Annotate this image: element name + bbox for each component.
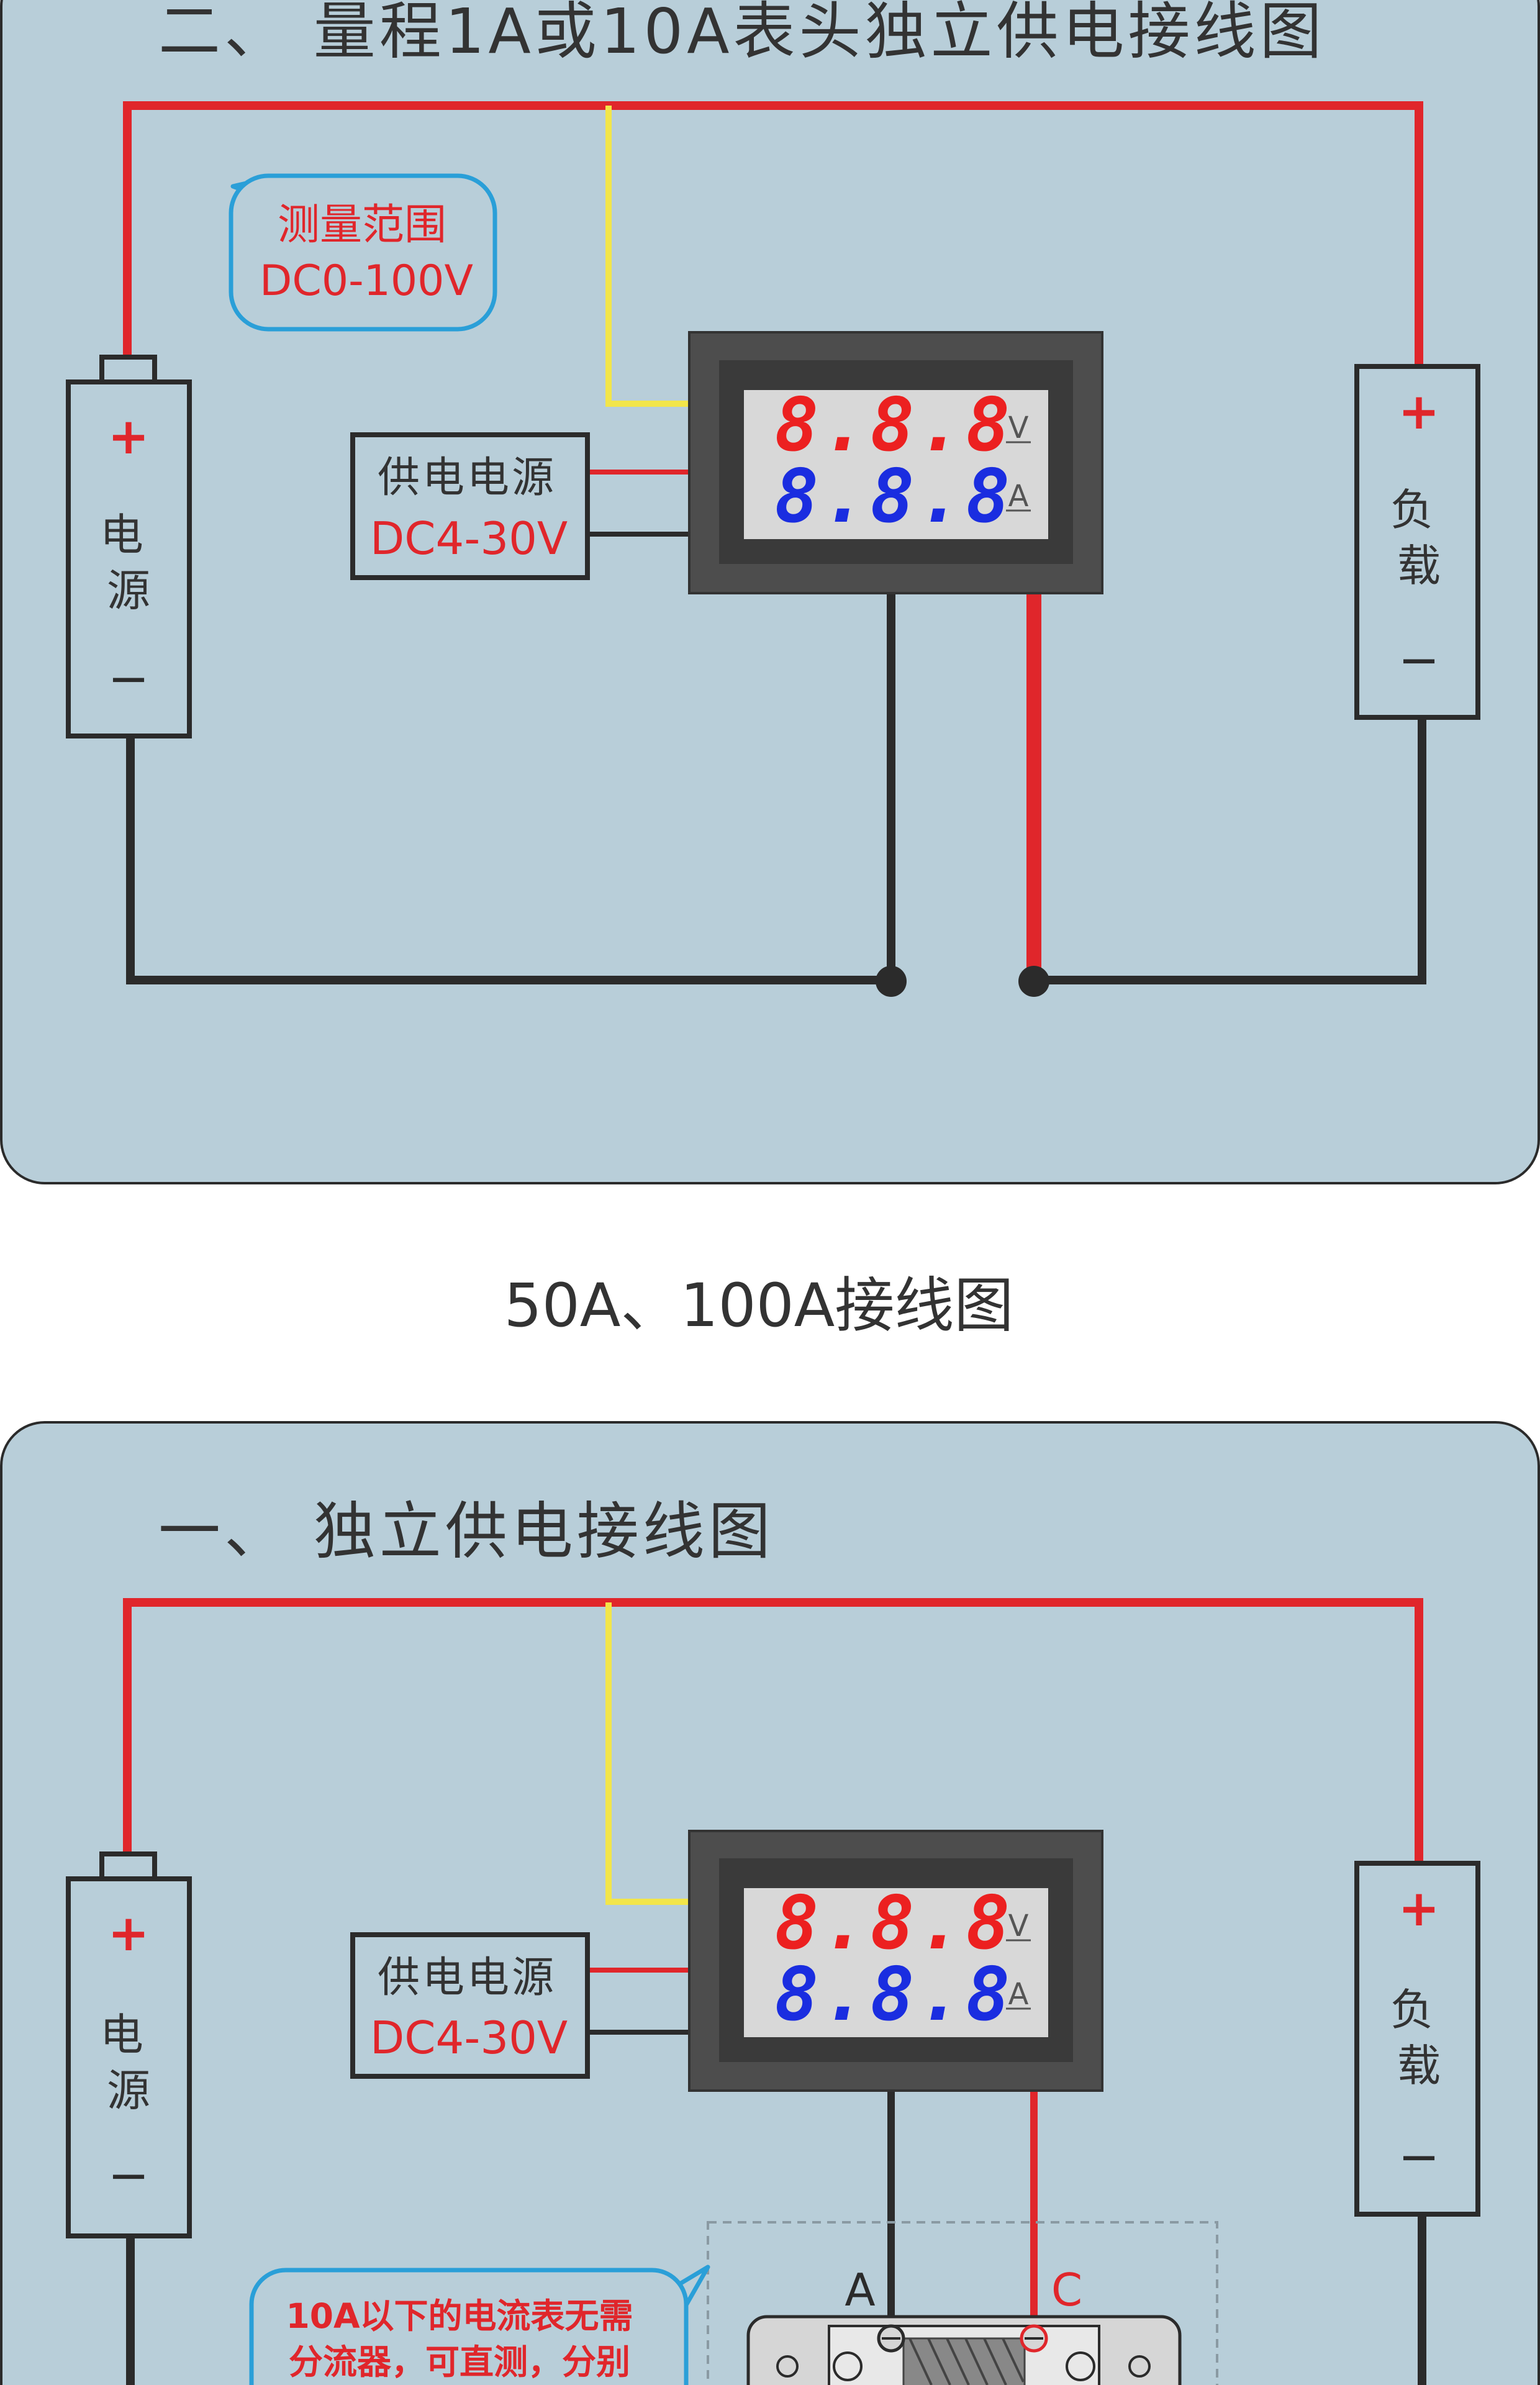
- load-label: 负 载: [1390, 484, 1447, 591]
- load-label: 负 载: [1390, 1984, 1447, 2091]
- load-minus-sign: −: [1398, 631, 1439, 689]
- meter-current-digits: 8.8.8: [774, 453, 1013, 539]
- terminal-c-label: C: [1051, 2264, 1082, 2316]
- load-plus-sign: +: [1398, 1879, 1439, 1937]
- shunt-screw: [1128, 2355, 1151, 2378]
- meter-unit-a: A: [1008, 1977, 1029, 2012]
- shunt-screw: [1066, 2351, 1095, 2381]
- supply-line-1: 供电电源: [378, 1953, 556, 2002]
- bubble-line-1: 测量范围: [278, 201, 446, 250]
- meter-current-digits: 8.8.8: [774, 1951, 1013, 2037]
- power-label-char: 源: [107, 565, 150, 616]
- power-label-char: 电: [100, 509, 143, 560]
- panel-2: 一、 独立供电接线图 + 电 源 − + 负 载: [0, 1421, 1540, 2385]
- load-plus-sign: +: [1398, 383, 1439, 440]
- panel-1-title: 二、 量程1A或10A表头独立供电接线图: [158, 0, 1325, 68]
- power-label: 电 源: [100, 2009, 157, 2116]
- voltage-sense-wire: [605, 106, 691, 407]
- voltage-sense-wire: [605, 1602, 691, 1905]
- power-label: 电 源: [100, 509, 157, 616]
- supply-box: 供电电源 DC4-30V: [350, 432, 590, 580]
- load-label-char: 负: [1390, 484, 1434, 535]
- voltmeter-ammeter: 8.8.8 8.8.8 V A: [688, 1830, 1103, 2092]
- load-negative-wire: [1034, 714, 1426, 984]
- positive-wire-top: [123, 1598, 1423, 1863]
- meter-voltage-digits: 8.8.8: [774, 1880, 1013, 1966]
- shunt-screw: [833, 2351, 863, 2381]
- shunt-note-bubble: 10A以下的电流表无需 分流器，可直测，分别: [249, 2265, 710, 2385]
- load: + 负 载 −: [1354, 1861, 1480, 2217]
- power-minus-sign: −: [107, 2146, 149, 2204]
- middle-title: 50A、100A接线图: [504, 1271, 1014, 1340]
- power-label-char: 电: [100, 2009, 143, 2060]
- power-source: + 电 源 −: [66, 1851, 192, 2238]
- junction-dot: [876, 966, 907, 997]
- load-label-char: 负: [1390, 1984, 1434, 2035]
- meter-voltage-digits: 8.8.8: [774, 382, 1013, 468]
- range-bubble: 测量范围 DC0-100V: [229, 173, 497, 332]
- bubble-line-2: DC0-100V: [260, 257, 473, 306]
- power-minus-sign: −: [107, 650, 149, 707]
- load-label-char: 载: [1397, 2040, 1441, 2091]
- meter-unit-a: A: [1008, 479, 1029, 514]
- meter-unit-v: V: [1008, 1909, 1029, 1943]
- panel-2-title: 一、 独立供电接线图: [158, 1495, 774, 1568]
- supply-line-2: DC4-30V: [370, 2012, 568, 2064]
- note-line-1: 10A以下的电流表无需: [286, 2296, 633, 2336]
- load-label-char: 载: [1397, 540, 1441, 591]
- shunt-region: A C: [707, 2221, 1218, 2385]
- negative-return-wire: [126, 590, 895, 984]
- power-plus-sign: +: [107, 407, 149, 465]
- positive-wire-top: [123, 101, 1423, 366]
- note-line-2: 分流器，可直测，分别: [289, 2342, 630, 2382]
- power-source: + 电 源 −: [66, 355, 192, 738]
- shunt-screw: [776, 2355, 799, 2378]
- terminal-a-label: A: [845, 2264, 875, 2316]
- supply-line-1: 供电电源: [378, 453, 556, 502]
- voltmeter-ammeter: 8.8.8 8.8.8 V A: [688, 331, 1103, 594]
- load: + 负 载 −: [1354, 364, 1480, 720]
- supply-box: 供电电源 DC4-30V: [350, 1932, 590, 2079]
- meter-unit-v: V: [1008, 411, 1029, 445]
- load-minus-sign: −: [1398, 2128, 1439, 2186]
- panel-1: 二、 量程1A或10A表头独立供电接线图 测量范围 DC0-100V + 电 源: [0, 0, 1540, 1184]
- shunt-hatch: [902, 2337, 1026, 2385]
- shunt-dashed-outline: [707, 2221, 1218, 2385]
- junction-dot: [1018, 966, 1049, 997]
- supply-line-2: DC4-30V: [370, 512, 568, 565]
- power-label-char: 源: [107, 2065, 150, 2116]
- power-plus-sign: +: [107, 1904, 149, 1962]
